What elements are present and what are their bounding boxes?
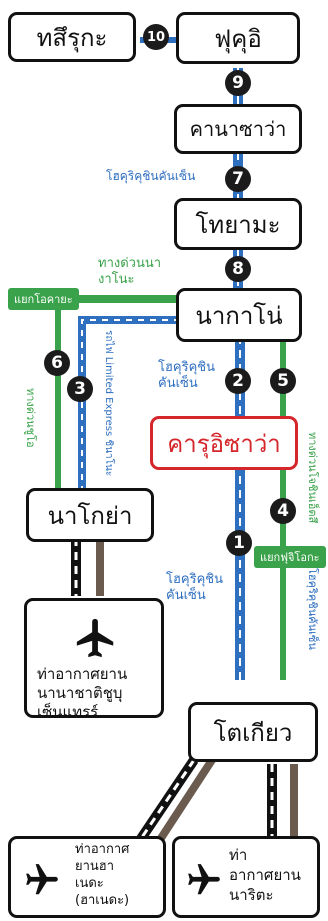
station-toyama-label: โทยามะ <box>195 210 281 239</box>
airplane-icon <box>188 864 220 895</box>
station-tsuruga-label: ทสึรุกะ <box>36 23 108 52</box>
station-tokyo-label: โตเกียว <box>213 718 293 747</box>
station-fukui-label: ฟุคุอิ <box>214 24 262 53</box>
airport-chubu: ท่าอากาศยาน นานาชาติชูบุ เซ็นแทรร์ <box>24 598 164 721</box>
route-number-9: 9 <box>225 70 251 96</box>
airport-chubu-label: ท่าอากาศยาน นานาชาติชูบุ เซ็นแทรร์ <box>37 665 128 721</box>
route-number-7: 7 <box>225 166 251 192</box>
station-nagano: นากาโน่ <box>176 288 302 342</box>
airport-narita: ท่า อากาศยาน นาริตะ <box>172 836 320 918</box>
okaya-junction-tag: แยกโอคายะ <box>8 288 79 310</box>
station-nagoya: นาโกย่า <box>26 488 154 542</box>
label-hokuriku-shinkansen-vertical: โฮคุริคุชินคันเซ็น <box>306 568 319 650</box>
label-nagano-expressway: ทางด่วนนา งาโนะ <box>98 256 162 287</box>
airplane-icon <box>26 864 58 895</box>
fujioka-junction-tag: แยกฟุจิโอกะ <box>254 546 326 568</box>
station-nagano-label: นากาโน่ <box>195 301 283 330</box>
label-joshinetsu-expressway: ทางด่วนโจชินเอ็ตสึ <box>306 432 319 524</box>
route-number-10: 10 <box>143 24 169 50</box>
route-number-2: 2 <box>225 368 251 394</box>
airport-narita-label: ท่า อากาศยาน นาริตะ <box>229 846 301 904</box>
label-hokuriku-shinkansen-1: โฮคุริคุชิน คันเซ็น <box>166 572 224 603</box>
label-hokuriku-shinkansen-2: โฮคุริคุชิน คันเซ็น <box>158 360 216 391</box>
station-fukui: ฟุคุอิ <box>176 12 300 64</box>
station-nagoya-label: นาโกย่า <box>47 501 133 530</box>
station-kanazawa: คานาซาว่า <box>174 104 302 154</box>
route-number-8: 8 <box>225 256 251 282</box>
station-tsuruga: ทสึรุกะ <box>8 12 136 62</box>
route-number-4: 4 <box>270 498 296 524</box>
route-number-3: 3 <box>67 376 93 402</box>
label-hokuriku-shinkansen-7: โฮคุริคุชินคันเซ็น <box>106 169 196 183</box>
label-limited-express-shinano: รถไฟ Limited Express ชินาโนะ <box>103 330 114 477</box>
label-chuo-expressway: ทางด่วนชูโอ <box>24 388 37 448</box>
rail-shinano-dash <box>81 319 180 490</box>
airplane-icon <box>76 618 114 658</box>
station-kanazawa-label: คานาซาว่า <box>189 117 287 141</box>
station-karuizawa: คารุอิซาว่า <box>150 416 298 470</box>
route-number-6: 6 <box>44 350 70 376</box>
airport-haneda: ท่าอากาศ ยานฮา เนดะ (ฮาเนดะ) <box>8 836 166 918</box>
station-toyama: โทยามะ <box>174 198 302 250</box>
route-number-5: 5 <box>270 368 296 394</box>
route-number-1: 1 <box>226 530 252 556</box>
station-tokyo: โตเกียว <box>188 702 318 762</box>
airport-haneda-label: ท่าอากาศ ยานฮา เนดะ (ฮาเนดะ) <box>75 842 130 908</box>
station-karuizawa-label: คารุอิซาว่า <box>167 429 281 458</box>
